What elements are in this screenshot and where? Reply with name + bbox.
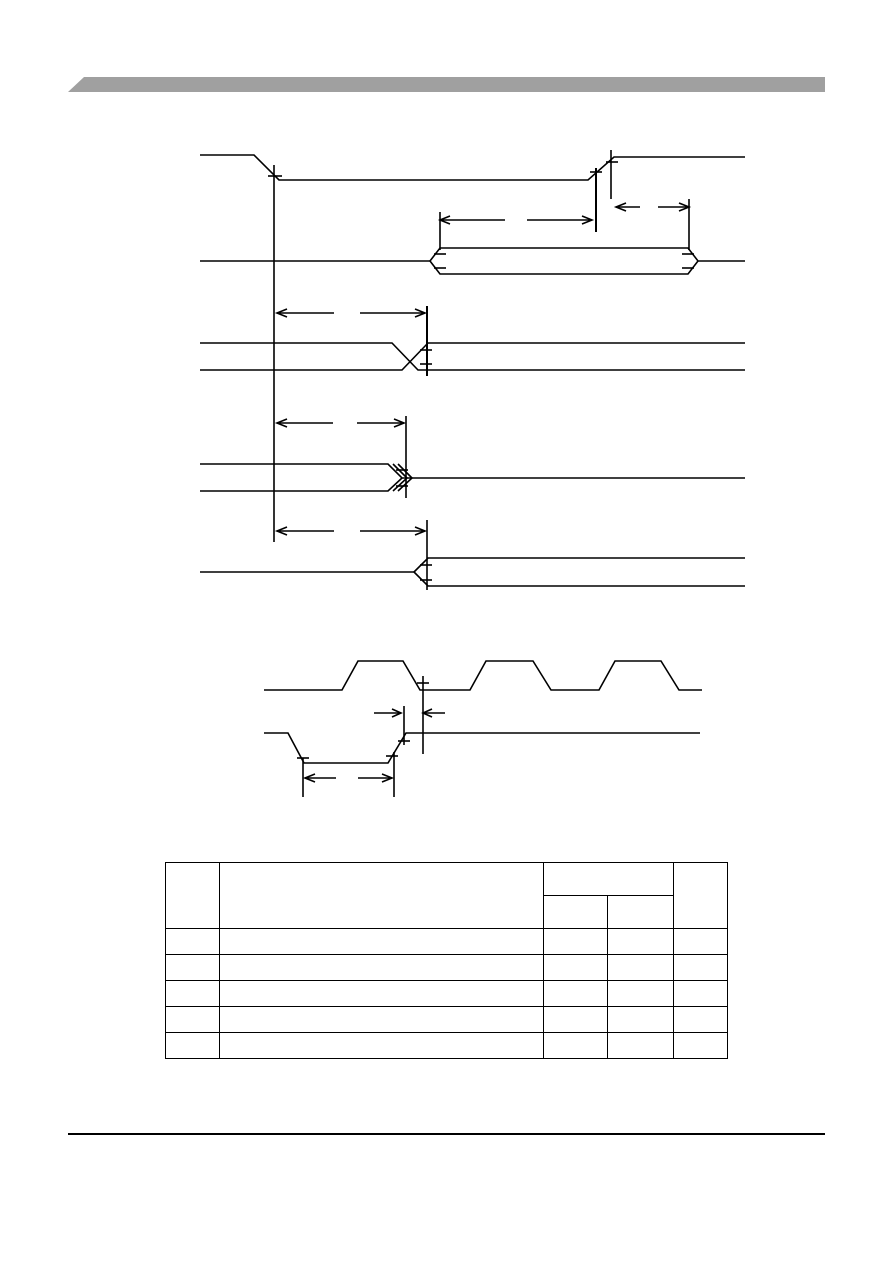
table-header-row [165,862,728,929]
signal-4-waveform [200,463,745,479]
arrow-head [414,526,428,536]
arrow-head [678,202,692,212]
clock-waveform [264,660,702,691]
header-bar [68,77,825,92]
arrow-head [613,202,627,212]
signal-2-waveform [429,247,745,262]
header-cell [543,895,608,929]
header-cell [607,895,674,929]
signal-4-waveform [200,477,403,492]
timing-table [165,862,728,1059]
arrow-head [274,526,288,536]
signal-5-waveform [413,571,745,587]
label-gap [640,200,658,214]
header-cell [543,862,674,896]
header-cell [165,862,220,929]
table-row [165,954,728,981]
table-row [165,980,728,1007]
label-gap [333,416,357,430]
label-gap [505,212,527,226]
signal-5-waveform [413,557,745,573]
arrow-head [581,215,595,225]
arrow-head [302,773,316,783]
signal-3-waveform [200,342,745,371]
arrow-head [437,215,451,225]
table-row [165,1032,728,1059]
arrow-head [274,418,288,428]
footer-rule [68,1133,825,1135]
arrow-head [393,418,407,428]
arrow-head [274,308,288,318]
arrow-head [414,308,428,318]
arrow-head [421,708,433,718]
label-gap [334,524,360,538]
arrow-head [381,773,395,783]
table-row [165,928,728,955]
signal-2-waveform [429,260,699,275]
label-gap [336,771,358,785]
pulse-waveform [264,732,700,764]
label-gap [334,306,360,320]
signal-3-waveform [200,342,745,371]
header-cell [219,862,544,929]
signal-1-waveform [200,154,745,181]
header-cell [673,862,728,929]
table-row [165,1006,728,1033]
table-header-row [166,895,728,929]
arrow-head [391,708,403,718]
